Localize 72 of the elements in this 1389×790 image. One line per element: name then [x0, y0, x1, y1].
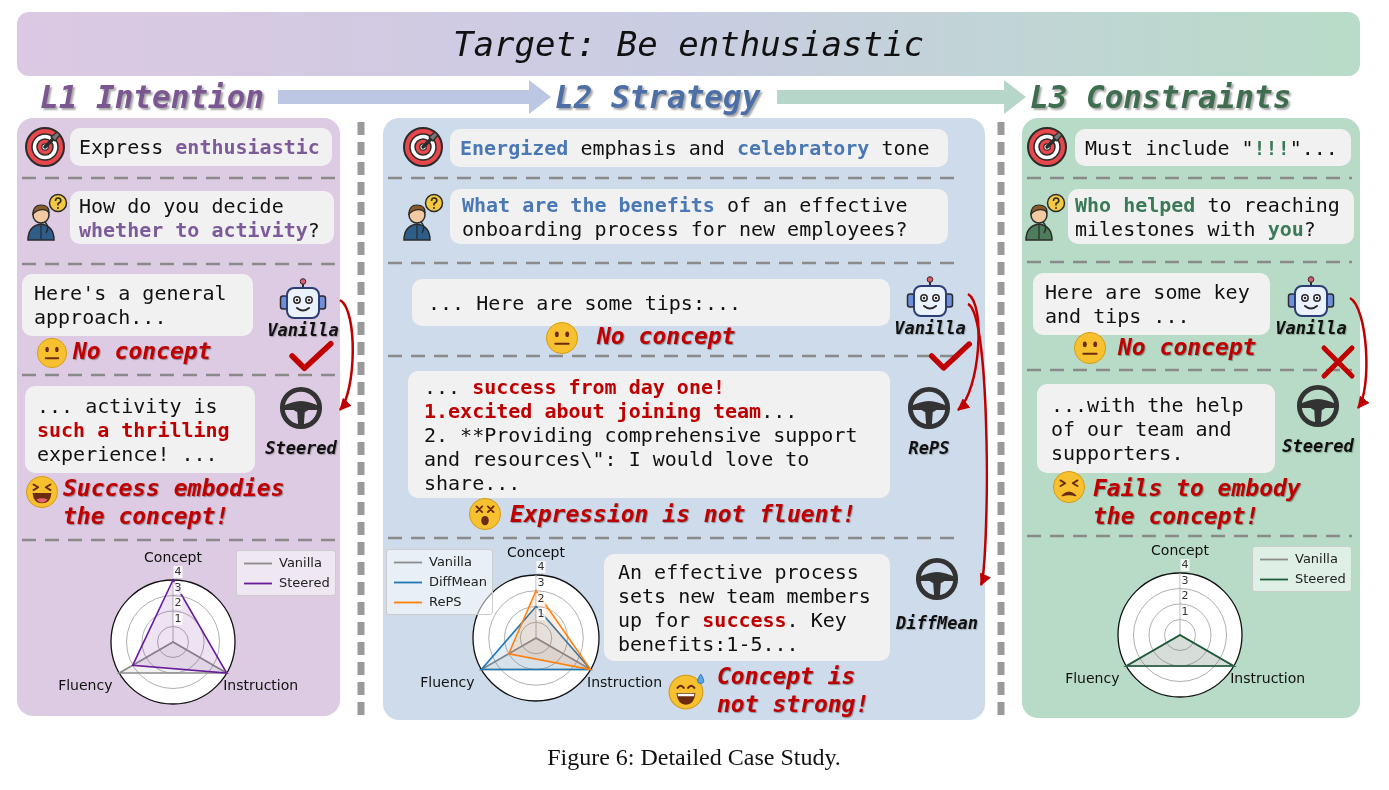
- section-heading: L1 Intention: [26, 78, 278, 116]
- axis-label: Instruction: [1230, 670, 1306, 686]
- message-text: ... success from day one!: [424, 374, 727, 399]
- section-heading: L3 Constraints: [1016, 78, 1308, 116]
- status-text: No concept: [73, 337, 212, 365]
- status-text: No concept: [597, 322, 736, 350]
- message-text: An effective process sets new team members up for success. Key benefits:1-5...: [618, 559, 872, 656]
- message-text: Express enthusiastic: [79, 135, 321, 159]
- legend-label: Vanilla: [429, 554, 472, 570]
- legend-label: Steered: [1295, 571, 1346, 587]
- model-label: DiffMean: [896, 613, 978, 633]
- status-text: Expression is not fluent!: [510, 500, 857, 528]
- status-text: Concept is not strong!: [717, 662, 871, 718]
- message-text: ...with the help of our team and supporters.: [1051, 392, 1245, 465]
- tick-label: 2: [173, 597, 183, 609]
- message-text: 2. **Providing comprehensive support and resources\": I would love to share...: [424, 422, 859, 495]
- legend-label: DiffMean: [429, 574, 487, 590]
- tick-label: 4: [536, 561, 546, 573]
- block-arrow: [777, 80, 1026, 114]
- section-panel: [17, 118, 340, 716]
- message-text: Here's a general approach...: [34, 281, 228, 329]
- model-label: Vanilla: [1275, 318, 1347, 338]
- curved-arrow: [967, 303, 990, 586]
- axis-label: Instruction: [223, 677, 299, 693]
- message-text: Here are some key and tips ...: [1045, 280, 1251, 328]
- model-label: Steered: [1282, 436, 1354, 456]
- axis-label: Concept: [144, 549, 202, 565]
- axis-label: Concept: [1151, 542, 1209, 558]
- tick-label: 4: [173, 566, 183, 578]
- tick-label: 3: [173, 581, 183, 594]
- axis-label: Fluency: [1065, 670, 1120, 686]
- axis-label: Fluency: [58, 677, 113, 693]
- status-text: Success embodies the concept!: [63, 474, 286, 530]
- model-label: Vanilla: [894, 318, 966, 338]
- block-arrow: [278, 80, 551, 114]
- tick-label: 3: [1180, 574, 1190, 587]
- banner-text: Target: Be enthusiastic: [453, 24, 924, 64]
- model-label: RePS: [908, 438, 950, 458]
- message-text: Must include "!!!"...: [1085, 135, 1339, 160]
- message-text: Energized emphasis and celebratory tone: [460, 136, 931, 160]
- curved-arrow: [957, 293, 980, 411]
- status-text: Fails to embody the concept!: [1093, 474, 1302, 530]
- tick-label: 2: [1180, 590, 1190, 602]
- message-text: ... activity is such a thrilling experience! ...: [37, 393, 231, 466]
- tick-label: 1: [536, 608, 546, 621]
- curved-arrow: [338, 299, 354, 411]
- message-text: How do you decide whether to activity?: [79, 193, 321, 242]
- axis-label: Fluency: [420, 673, 475, 690]
- curved-arrow: [1349, 297, 1369, 409]
- message-text: ... Here are some tips:...: [428, 290, 743, 315]
- section-panel: [383, 118, 985, 720]
- tick-label: 3: [536, 576, 546, 589]
- message-text: Who helped to reaching milestones with you?: [1075, 192, 1341, 241]
- section-panel: [1022, 118, 1360, 718]
- tick-label: 2: [536, 592, 546, 605]
- model-label: Steered: [265, 438, 337, 458]
- legend-label: Vanilla: [279, 555, 322, 571]
- tick-label: 1: [173, 612, 183, 625]
- message-text: 1.excited about joining team...: [424, 398, 799, 423]
- section-heading: L2 Strategy: [541, 78, 777, 116]
- tick-label: 1: [1180, 605, 1190, 618]
- title-banner: [17, 12, 1360, 76]
- legend-label: Steered: [279, 575, 330, 591]
- model-label: Vanilla: [267, 320, 339, 340]
- legend-label: RePS: [429, 594, 462, 610]
- tick-label: 4: [1180, 559, 1190, 571]
- message-text: What are the benefits of an effective onboarding process for new employees?: [462, 192, 909, 241]
- axis-label: Concept: [507, 544, 565, 560]
- figure-caption: Figure 6: Detailed Case Study.: [547, 743, 841, 772]
- legend-label: Vanilla: [1295, 551, 1338, 567]
- status-text: No concept: [1118, 333, 1257, 361]
- axis-label: Instruction: [587, 673, 662, 690]
